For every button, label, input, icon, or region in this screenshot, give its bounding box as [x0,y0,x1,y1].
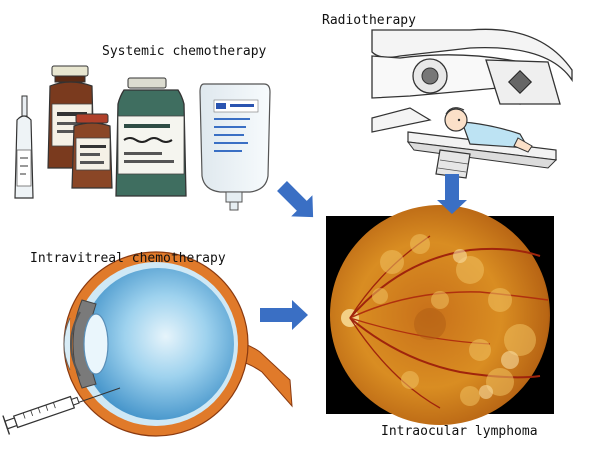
arrow-intravitreal-to-lymphoma [260,300,308,330]
patient-icon [444,107,533,153]
label-systemic-chemotherapy: Systemic chemotherapy [102,44,267,59]
label-radiotherapy: Radiotherapy [322,13,416,28]
syringe-icon [2,387,121,435]
label-intravitreal-chemotherapy: Intravitreal chemotherapy [30,251,226,266]
arrow-radiotherapy-to-lymphoma [437,174,467,214]
radiotherapy-machine-icon [371,28,573,133]
iv-bag-icon [199,83,271,211]
fundus-photo [326,205,554,425]
label-intraocular-lymphoma: Intraocular lymphoma [381,424,538,439]
large-medicine-bottle-icon [115,77,187,197]
medicine-bottle-small-icon [71,113,113,189]
arrow-systemic-to-lymphoma [277,181,314,218]
eye-cross-section-icon [63,251,293,437]
ampoule-vial-icon [14,95,34,199]
treatment-couch-icon [406,131,558,179]
